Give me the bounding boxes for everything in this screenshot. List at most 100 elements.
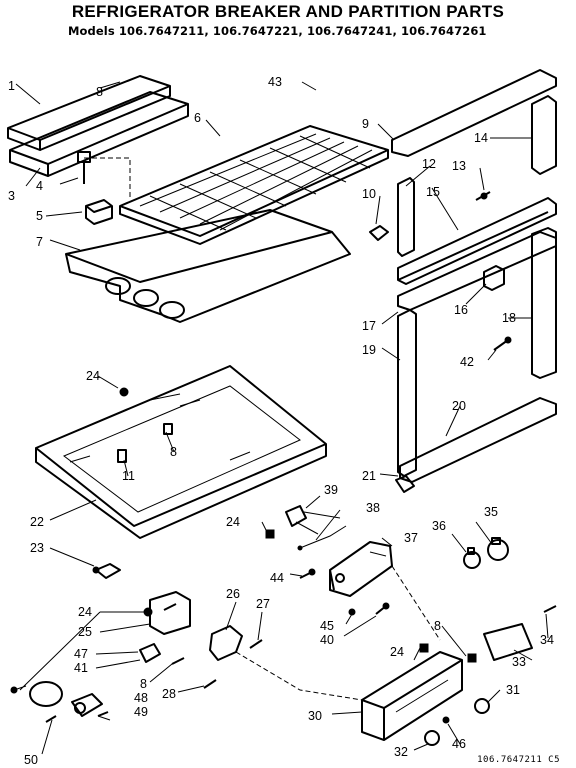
- part-bulb-35: [487, 537, 509, 561]
- part-screw-46: [442, 716, 450, 724]
- part-block-5: [85, 199, 113, 225]
- part-side-rail-14: [531, 95, 557, 175]
- part-breaker-strip-top: [7, 75, 171, 151]
- callout-34: 34: [540, 633, 554, 647]
- callout-9: 9: [362, 117, 369, 131]
- part-screw-24-top: [119, 387, 129, 397]
- callout-24-d: 24: [390, 645, 404, 659]
- part-rail-15: [397, 197, 557, 285]
- part-pin-34: [543, 605, 557, 613]
- callout-35: 35: [484, 505, 498, 519]
- callout-16: 16: [454, 303, 468, 317]
- callout-13: 13: [452, 159, 466, 173]
- callout-39: 39: [324, 483, 338, 497]
- callout-8-c: 8: [140, 677, 147, 691]
- part-plug-8-b: [163, 423, 173, 435]
- part-tray-22: [35, 365, 327, 539]
- callout-8-b: 8: [170, 445, 177, 459]
- callout-30: 30: [308, 709, 322, 723]
- part-side-12: [397, 177, 415, 257]
- callout-6: 6: [194, 111, 201, 125]
- callout-47: 47: [74, 647, 88, 661]
- callout-36: 36: [432, 519, 446, 533]
- part-nut-24-mid: [265, 529, 275, 539]
- wiring-line: [235, 651, 363, 701]
- callout-21: 21: [362, 469, 376, 483]
- callout-7: 7: [36, 235, 43, 249]
- callout-45: 45: [320, 619, 334, 633]
- callout-12: 12: [422, 157, 436, 171]
- callout-44: 44: [270, 571, 284, 585]
- part-plug-8-d: [467, 653, 477, 663]
- callout-23: 23: [30, 541, 44, 555]
- footer-code: 106.7647211 C5: [477, 755, 560, 765]
- callout-49: 49: [134, 705, 148, 719]
- callout-43: 43: [268, 75, 282, 89]
- callout-46: 46: [452, 737, 466, 751]
- part-cover-33: [483, 623, 533, 661]
- part-screw-8-c: [171, 657, 185, 665]
- part-knob-32: [424, 730, 440, 746]
- callout-42: 42: [460, 355, 474, 369]
- callout-18: 18: [502, 311, 516, 325]
- diagram-title: REFRIGERATOR BREAKER AND PARTITION PARTS: [71, 2, 505, 21]
- callout-33: 33: [512, 655, 526, 669]
- callout-24-a: 24: [86, 369, 100, 383]
- part-screw-28: [203, 679, 217, 689]
- part-cord-47: [10, 681, 63, 707]
- part-screw-44: [299, 568, 316, 579]
- part-wire-38: [297, 525, 347, 551]
- part-bulb-36: [463, 547, 481, 569]
- callout-27: 27: [256, 597, 270, 611]
- callout-19: 19: [362, 343, 376, 357]
- part-screw-40: [375, 602, 390, 615]
- callout-50: 50: [24, 753, 38, 767]
- part-nut-24-right: [419, 643, 429, 653]
- part-breaker-strip-bottom: [9, 91, 189, 177]
- part-housing-37: [329, 541, 393, 597]
- callout-8-d: 8: [434, 619, 441, 633]
- callout-37: 37: [404, 531, 418, 545]
- wiring-line: [84, 157, 131, 200]
- callout-4: 4: [36, 179, 43, 193]
- part-screw-27: [249, 639, 263, 649]
- part-rail-20: [399, 397, 557, 483]
- part-knob-31: [474, 698, 490, 714]
- callout-28: 28: [162, 687, 176, 701]
- callout-40: 40: [320, 633, 334, 647]
- part-screw-13: [475, 191, 491, 201]
- wiring-line: [391, 565, 441, 641]
- callout-14: 14: [474, 131, 488, 145]
- part-bracket-26: [209, 625, 243, 661]
- callout-24-c: 24: [78, 605, 92, 619]
- part-side-19: [397, 309, 417, 477]
- part-partition-top-9: [391, 69, 557, 157]
- callout-32: 32: [394, 745, 408, 759]
- callout-41: 41: [74, 661, 88, 675]
- part-rail-21: [395, 475, 415, 493]
- part-screw-4: [77, 151, 91, 184]
- part-plug-11: [117, 449, 127, 463]
- callout-48: 48: [134, 691, 148, 705]
- callout-1: 1: [8, 79, 15, 93]
- callout-31: 31: [506, 683, 520, 697]
- callout-22: 22: [30, 515, 44, 529]
- callout-38: 38: [366, 501, 380, 515]
- part-screw-50: [45, 715, 57, 723]
- part-clip-41: [139, 643, 161, 663]
- leader-lines: [13, 81, 549, 755]
- part-nut-45: [348, 608, 356, 616]
- part-clip-10: [369, 225, 389, 241]
- part-thermostat-48: [71, 693, 109, 717]
- part-clip-23: [92, 563, 121, 579]
- part-screw-42: [493, 336, 512, 351]
- part-tray-7: [65, 209, 351, 323]
- callout-11: 11: [122, 469, 135, 483]
- part-switch-25: [149, 591, 191, 635]
- part-grille-6: [119, 125, 389, 245]
- callout-8: 8: [96, 85, 103, 99]
- callout-20: 20: [452, 399, 466, 413]
- part-side-18: [531, 227, 557, 379]
- callout-24-b: 24: [226, 515, 240, 529]
